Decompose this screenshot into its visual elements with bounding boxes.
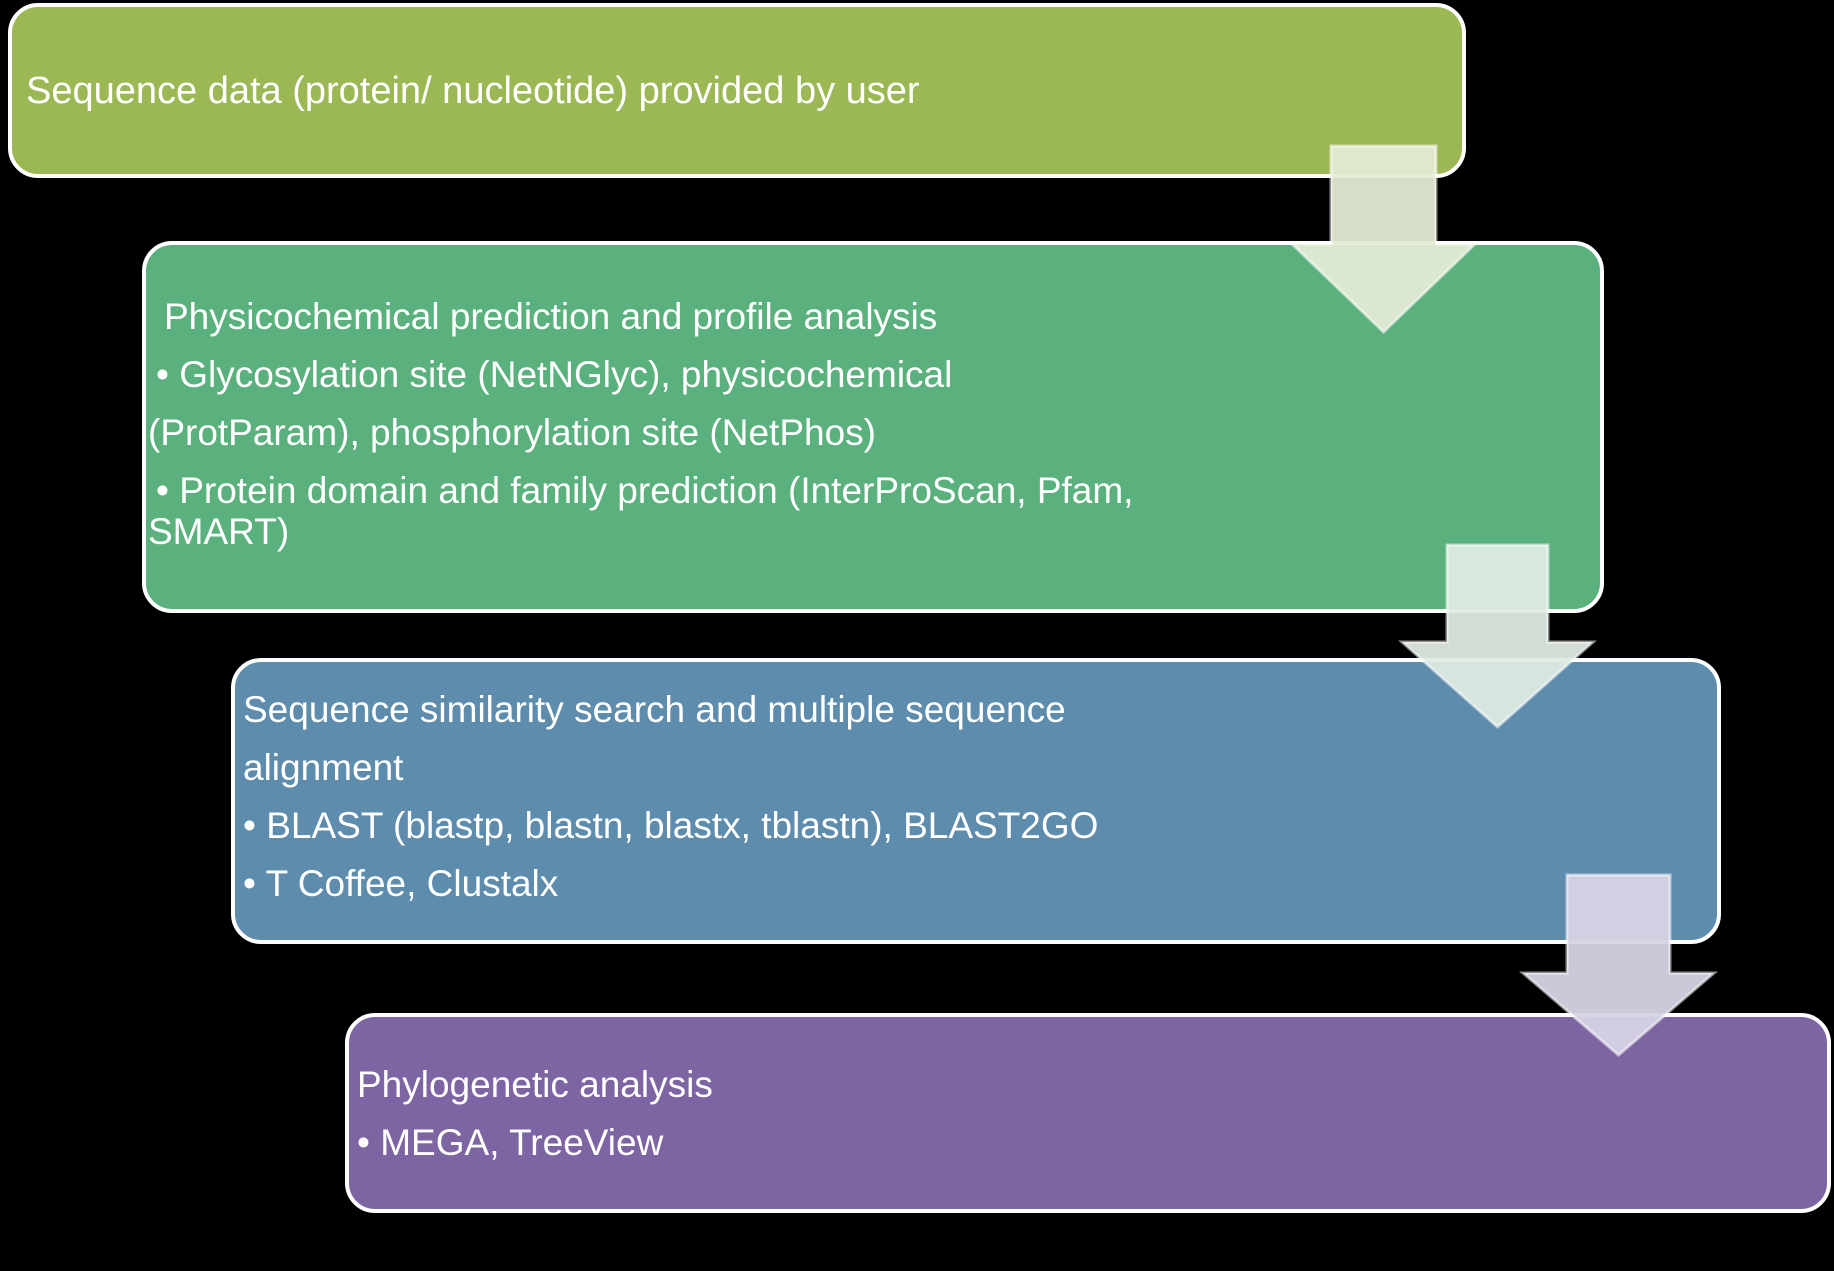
flow-box-phylogenetic-analysis: Phylogenetic analysis • MEGA, TreeView (345, 1013, 1831, 1213)
box-text-block: Physicochemical prediction and profile a… (146, 245, 1600, 561)
box-wrap-line: alignment (243, 747, 404, 788)
box-title-line: Phylogenetic analysis (357, 1064, 713, 1105)
box-title-line: Sequence similarity search and multiple … (243, 689, 1066, 730)
box-title-line: Physicochemical prediction and profile a… (164, 296, 938, 337)
flow-box-sequence-data: Sequence data (protein/ nucleotide) prov… (8, 3, 1466, 178)
box-wrap-line: (ProtParam), phosphorylation site (NetPh… (148, 412, 876, 453)
box-bullet-line: • Glycosylation site (NetNGlyc), physico… (156, 354, 953, 395)
box-bullet-line: • Protein domain and family prediction (… (156, 470, 1134, 511)
flow-box-physicochemical-prediction: Physicochemical prediction and profile a… (142, 241, 1604, 613)
box-bullet-line: • MEGA, TreeView (357, 1122, 664, 1163)
box-bullet-line: • BLAST (blastp, blastn, blastx, tblastn… (243, 805, 1099, 846)
box-wrap-line: SMART) (148, 511, 290, 552)
flow-box-similarity-search: Sequence similarity search and multiple … (231, 658, 1721, 944)
box-text-block: Phylogenetic analysis • MEGA, TreeView (349, 1017, 1827, 1172)
box-text-block: Sequence similarity search and multiple … (235, 662, 1717, 913)
box-bullet-line: • T Coffee, Clustalx (243, 863, 559, 904)
box-text-line: Sequence data (protein/ nucleotide) prov… (26, 69, 920, 112)
